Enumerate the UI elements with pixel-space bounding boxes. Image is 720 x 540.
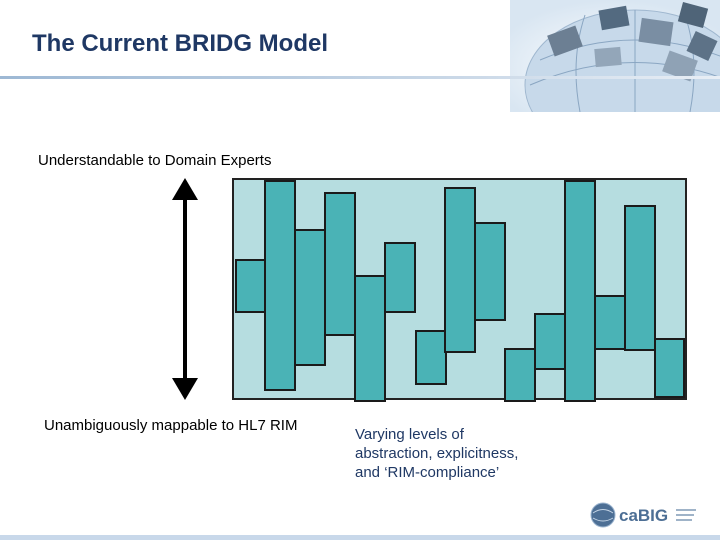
globe-image bbox=[510, 0, 720, 112]
model-block bbox=[534, 313, 566, 370]
model-block bbox=[564, 180, 596, 402]
model-block bbox=[594, 295, 626, 350]
top-axis-label: Understandable to Domain Experts bbox=[38, 152, 272, 169]
model-block bbox=[444, 187, 476, 353]
double-headed-arrow bbox=[172, 178, 198, 400]
model-block bbox=[624, 205, 656, 351]
model-block bbox=[504, 348, 536, 402]
diagram-caption: Varying levels of abstraction, explicitn… bbox=[355, 425, 585, 482]
model-block bbox=[654, 338, 685, 398]
model-block bbox=[294, 229, 326, 366]
caption-line: and ‘RIM-compliance’ bbox=[355, 464, 500, 481]
model-block bbox=[415, 330, 447, 385]
model-block bbox=[324, 192, 356, 336]
cabig-logo: caBIG bbox=[590, 502, 696, 528]
bridg-model-diagram bbox=[232, 178, 687, 402]
title-divider bbox=[0, 76, 720, 79]
model-block bbox=[354, 275, 386, 402]
bottom-axis-label: Unambiguously mappable to HL7 RIM bbox=[44, 417, 298, 434]
logo-text: caBIG bbox=[619, 506, 668, 525]
caption-line: Varying levels of bbox=[355, 426, 464, 443]
model-block bbox=[264, 180, 296, 391]
caption-line: abstraction, explicitness, bbox=[355, 445, 519, 462]
footer-bar bbox=[0, 535, 720, 540]
model-block bbox=[474, 222, 506, 321]
model-block bbox=[384, 242, 416, 313]
slide-title: The Current BRIDG Model bbox=[32, 30, 329, 57]
model-block bbox=[235, 259, 267, 313]
